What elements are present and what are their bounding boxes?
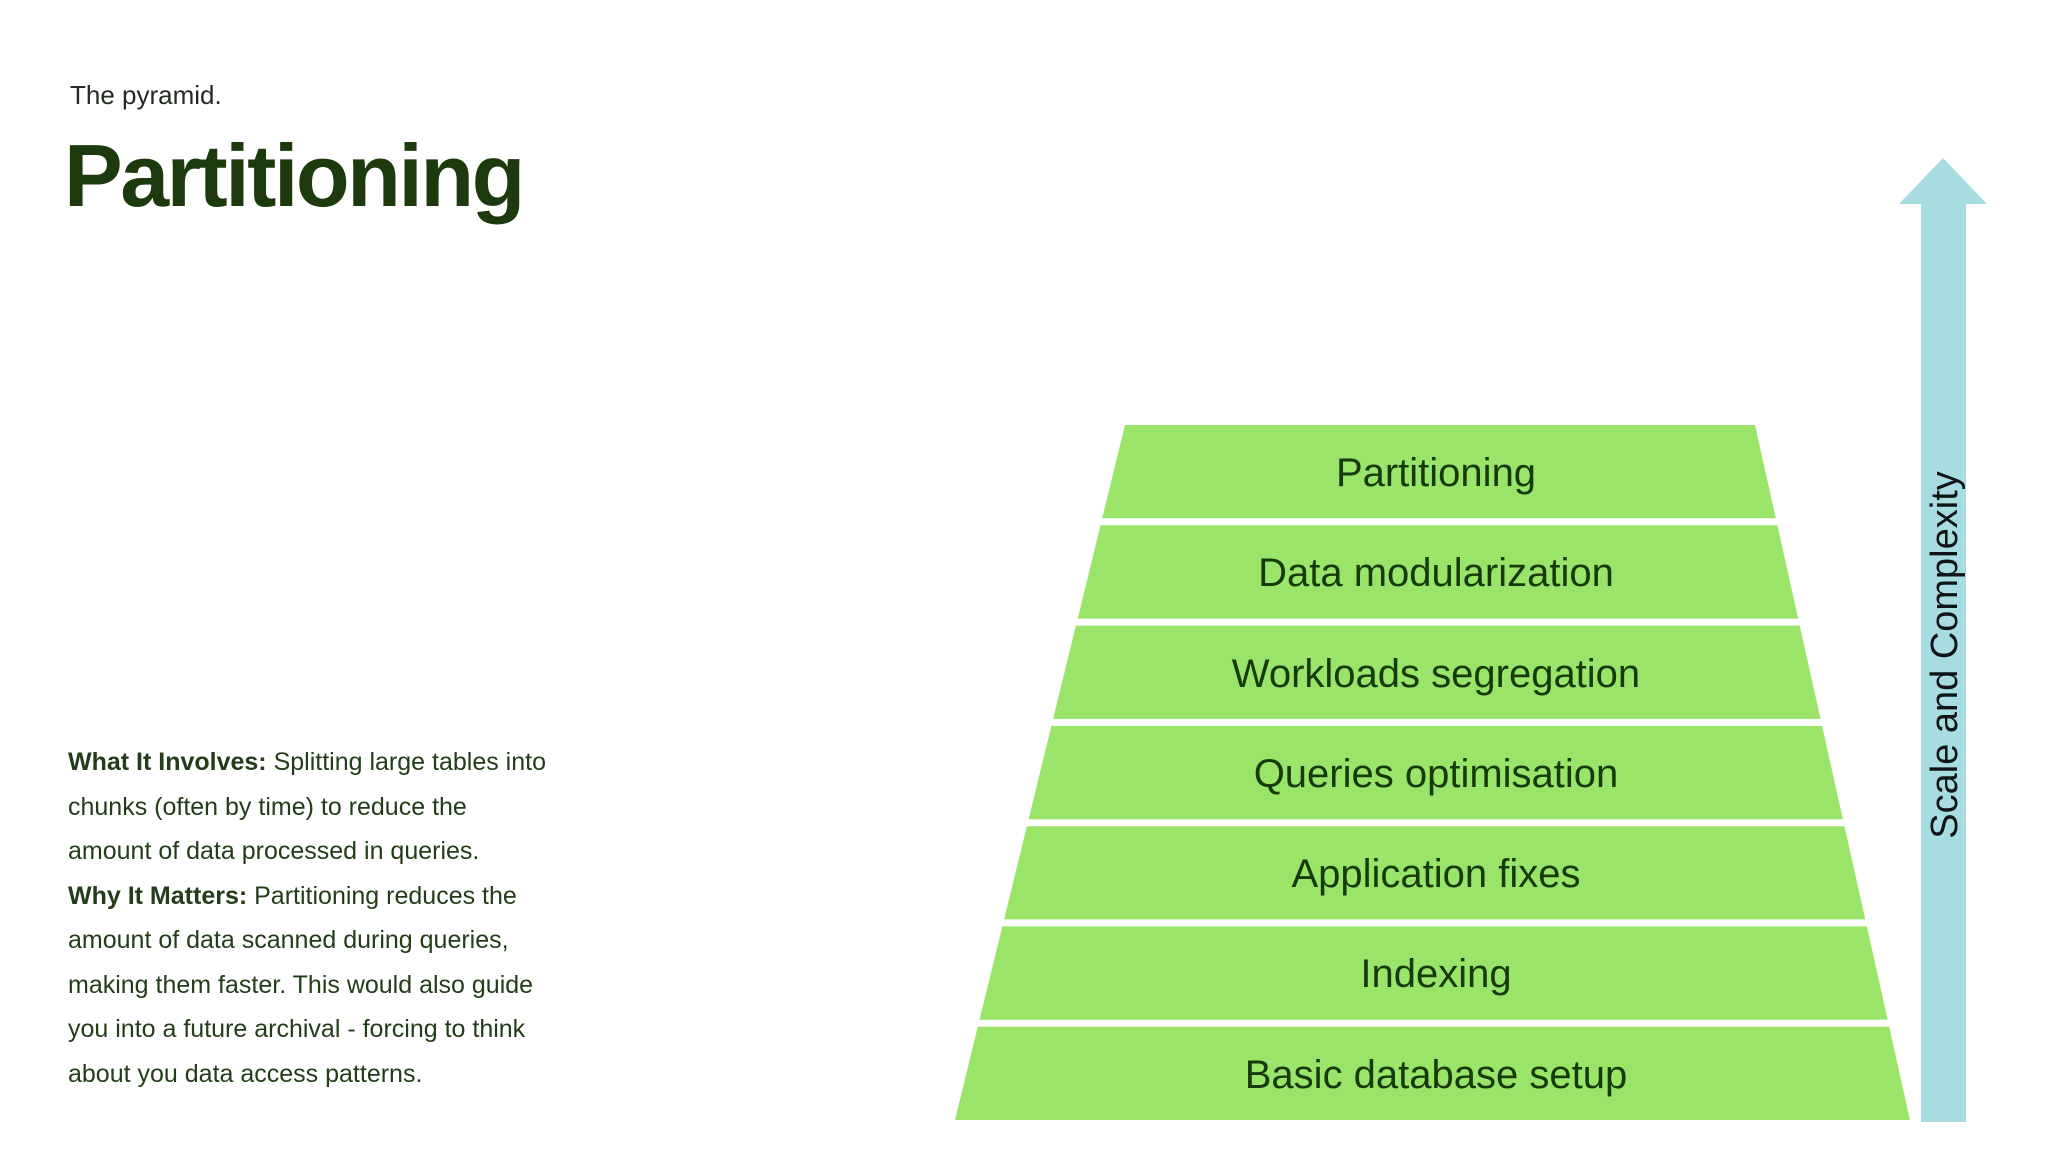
pyramid-level-shape <box>1077 525 1799 619</box>
pyramid-level-shape <box>1053 625 1821 719</box>
body-text-segment: Splitting large tables into <box>266 748 546 776</box>
pyramid-level-label: Partitioning <box>1336 451 1536 495</box>
body-text-segment: chunks (often by time) to reduce the <box>68 792 467 821</box>
pyramid-level-label: Data modularization <box>1258 551 1614 595</box>
body-bold-lead: What It Involves: <box>68 748 267 776</box>
pyramid-level-label: Workloads segregation <box>1232 652 1640 696</box>
body-text-line: chunks (often by time) to reduce the <box>68 785 708 830</box>
body-text-line: amount of data scanned during queries, <box>68 918 708 963</box>
body-text-segment: making them faster. This would also guid… <box>68 970 534 999</box>
body-text-segment: amount of data processed in queries. <box>68 837 480 865</box>
pyramid-level-label: Indexing <box>1360 952 1511 996</box>
kicker-text: The pyramid. <box>70 80 222 110</box>
body-bold-lead: Why It Matters: <box>68 881 248 910</box>
pyramid-level-shape <box>955 1026 1910 1120</box>
body-text-line: amount of data processed in queries. <box>68 829 708 874</box>
pyramid-level-label: Application fixes <box>1291 852 1580 896</box>
body-text-block: What It Involves: Splitting large tables… <box>68 740 708 1096</box>
body-text-segment: amount of data scanned during queries, <box>68 926 509 954</box>
page-title: Partitioning <box>64 126 525 225</box>
pyramid-level-shape <box>1028 725 1843 820</box>
body-text-line: What It Involves: Splitting large tables… <box>68 740 708 785</box>
pyramid-level-shape <box>1004 826 1866 920</box>
body-text-segment: Partitioning reduces the <box>247 881 517 910</box>
axis-label: Scale and Complexity <box>1924 471 1966 839</box>
body-text-line: you into a future archival - forcing to … <box>68 1007 708 1052</box>
pyramid-diagram: Partitioning Data modularization Workloa… <box>955 425 1910 1120</box>
pyramid-level-label: Queries optimisation <box>1254 752 1619 796</box>
pyramid-level-label: Basic database setup <box>1245 1053 1627 1097</box>
body-text-line: making them faster. This would also guid… <box>68 963 708 1008</box>
body-text-segment: about you data access patterns. <box>68 1059 423 1088</box>
body-text-line: Why It Matters: Partitioning reduces the <box>68 874 708 919</box>
scale-complexity-axis: Scale and Complexity <box>1899 158 1987 1122</box>
body-text-line: about you data access patterns. <box>68 1052 708 1097</box>
up-arrow-icon <box>1899 158 1987 1122</box>
body-text-segment: you into a future archival - forcing to … <box>68 1015 526 1043</box>
pyramid-level-shape <box>979 926 1888 1020</box>
pyramid-level-shape <box>1102 425 1776 519</box>
